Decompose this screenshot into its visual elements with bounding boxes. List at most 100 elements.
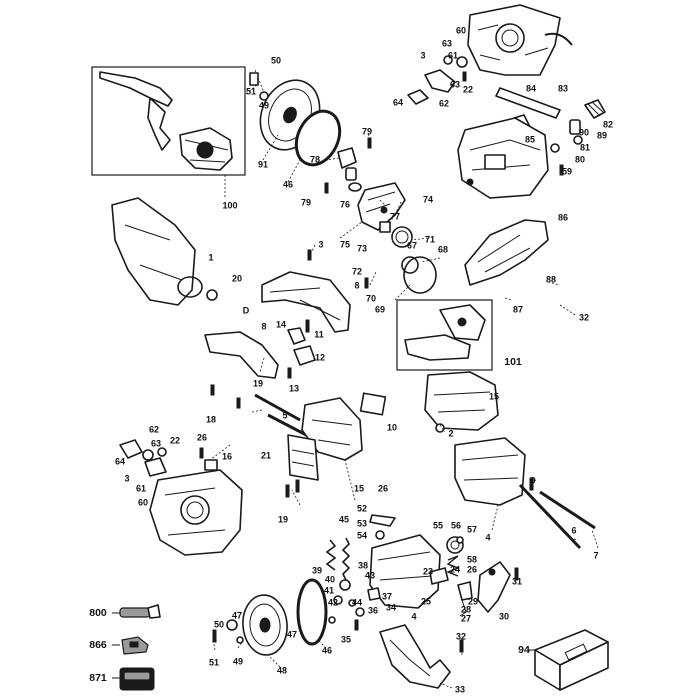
callout-32: 32 xyxy=(578,312,590,323)
callout-42: 42 xyxy=(327,597,339,608)
callout-61: 61 xyxy=(135,483,147,494)
callout-16: 16 xyxy=(221,451,233,462)
accessory-871 xyxy=(112,667,155,691)
callout-40: 40 xyxy=(324,574,336,585)
callout-72: 72 xyxy=(351,266,363,277)
callout-18: 18 xyxy=(205,414,217,425)
callout-62: 62 xyxy=(438,98,450,109)
callout-20: 20 xyxy=(231,273,243,284)
callout-15: 15 xyxy=(488,391,500,402)
arm-8-upper xyxy=(261,249,369,333)
callout-31: 31 xyxy=(511,576,523,587)
callout-75: 75 xyxy=(339,239,351,250)
callout-866: 866 xyxy=(89,638,107,651)
callout-43: 43 xyxy=(364,570,376,581)
callout-36: 36 xyxy=(367,605,379,616)
callout-6: 6 xyxy=(571,525,577,536)
callout-27: 27 xyxy=(460,613,472,624)
callout-78: 78 xyxy=(309,154,321,165)
callout-49: 49 xyxy=(258,100,270,111)
callout-90: 90 xyxy=(578,127,590,138)
callout-9: 9 xyxy=(530,475,536,486)
linkage-lower xyxy=(119,439,218,477)
assembly-100-inset xyxy=(91,66,246,198)
callout-53: 53 xyxy=(356,518,368,529)
bracket-15-group xyxy=(287,392,387,481)
carry-case-94 xyxy=(528,629,609,691)
callout-7: 7 xyxy=(593,550,599,561)
springs-group xyxy=(325,514,396,581)
callout-60: 60 xyxy=(455,25,467,36)
callout-79: 79 xyxy=(300,197,312,208)
gear-91-group xyxy=(249,69,342,167)
callout-59: 59 xyxy=(561,166,573,177)
callout-45: 45 xyxy=(338,514,350,525)
callout-22: 22 xyxy=(169,435,181,446)
motor-housing-60 xyxy=(467,4,573,76)
callout-38: 38 xyxy=(357,560,369,571)
callout-63: 63 xyxy=(150,438,162,449)
shaft-78-group xyxy=(324,137,372,194)
callout-4: 4 xyxy=(411,611,417,622)
fence-4-group xyxy=(454,437,596,550)
callout-50: 50 xyxy=(213,619,225,630)
callout-39: 39 xyxy=(311,565,323,576)
callout-15: 15 xyxy=(353,483,365,494)
callout-88: 88 xyxy=(545,274,557,285)
base-bracket-15 xyxy=(424,371,499,433)
callout-46: 46 xyxy=(282,179,294,190)
callout-61: 61 xyxy=(447,50,459,61)
callout-1: 1 xyxy=(208,252,214,263)
callout-101: 101 xyxy=(504,355,522,368)
callout-94: 94 xyxy=(518,643,530,656)
callout-85: 85 xyxy=(524,134,536,145)
callout-3: 3 xyxy=(420,50,426,61)
callout-86: 86 xyxy=(557,212,569,223)
callout-8: 8 xyxy=(261,321,267,332)
callout-52: 52 xyxy=(356,503,368,514)
callout-82: 82 xyxy=(602,119,614,130)
left-cover-group xyxy=(111,197,218,306)
callout-60: 60 xyxy=(137,497,149,508)
callout-51: 51 xyxy=(208,657,220,668)
clamp-30-group xyxy=(457,561,519,617)
callout-47: 47 xyxy=(286,629,298,640)
callout-14: 14 xyxy=(275,319,287,330)
callout-21: 21 xyxy=(260,450,272,461)
motor-housing-85 xyxy=(457,117,549,199)
callout-73: 73 xyxy=(356,243,368,254)
callout-62: 62 xyxy=(148,424,160,435)
blade-guard-86 xyxy=(464,219,549,286)
callout-51: 51 xyxy=(245,86,257,97)
callout-63: 63 xyxy=(441,38,453,49)
callout-41: 41 xyxy=(323,585,335,596)
callout-70: 70 xyxy=(365,293,377,304)
lower-guard-33 xyxy=(379,624,464,689)
callout-33: 33 xyxy=(454,684,466,695)
callout-35: 35 xyxy=(340,634,352,645)
callout-29: 29 xyxy=(467,596,479,607)
callout-87: 87 xyxy=(512,304,524,315)
callout-D: D xyxy=(242,305,250,316)
callout-84: 84 xyxy=(525,83,537,94)
callout-24: 24 xyxy=(449,564,461,575)
callout-37: 37 xyxy=(381,591,393,602)
small-hardware xyxy=(328,579,381,631)
callout-91: 91 xyxy=(257,159,269,170)
callout-44: 44 xyxy=(351,597,363,608)
callout-19: 19 xyxy=(252,378,264,389)
callout-30: 30 xyxy=(498,611,510,622)
callout-4: 4 xyxy=(485,532,491,543)
callout-79: 79 xyxy=(361,126,373,137)
callout-871: 871 xyxy=(89,671,107,684)
callout-80: 80 xyxy=(574,154,586,165)
callout-10: 10 xyxy=(386,422,398,433)
callout-100: 100 xyxy=(222,200,238,211)
callout-58: 58 xyxy=(466,554,478,565)
callout-83: 83 xyxy=(557,83,569,94)
leader-lines xyxy=(209,83,599,689)
callout-54: 54 xyxy=(356,530,368,541)
assembly-101-inset xyxy=(396,299,493,371)
